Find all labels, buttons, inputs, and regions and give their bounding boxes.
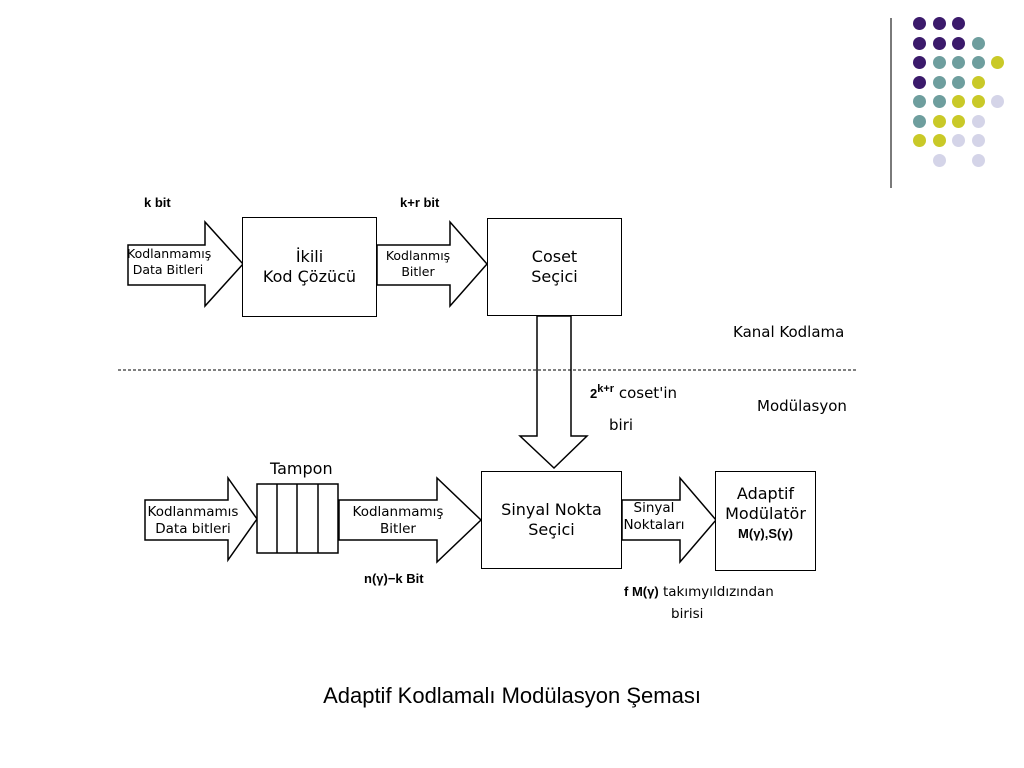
section-label-channel-coding: Kanal Kodlama: [733, 323, 845, 341]
decorative-dot: [971, 75, 985, 89]
top-input-arrow: [127, 220, 245, 308]
bottom-middle-label-line2: Bitler: [380, 520, 416, 537]
decorative-dot: [971, 134, 985, 147]
signal-point-selector-line1: Sinyal Nokta: [501, 500, 602, 519]
bottom-middle-label-line1: Kodlanmamış: [352, 504, 444, 520]
coset-selector-line1: Coset: [531, 247, 578, 266]
decorative-dot: [932, 95, 946, 108]
coset-count-label: 2k+r coset'in: [590, 383, 677, 402]
decorative-dot: [952, 56, 965, 69]
decorative-dot: [913, 56, 926, 69]
decorative-dot: [971, 114, 985, 128]
bottom-input-label-line1: Kodlanmamıs: [147, 504, 239, 520]
binary-decoder-line2: Kod Çözücü: [262, 267, 357, 286]
bottom-output-label-line2: Noktaları: [623, 516, 685, 533]
decorative-dot: [991, 56, 1004, 69]
decorative-dot: [932, 36, 946, 50]
signal-point-selector-line2: Seçici: [528, 520, 575, 539]
bottom-middle-arrow-label: Kodlanmamış Bitler: [348, 504, 448, 538]
decorative-dot: [991, 95, 1004, 108]
decorative-dot: [952, 95, 965, 108]
decorative-dot: [971, 56, 985, 69]
decorative-divider-line: [890, 18, 892, 188]
coset-rest: coset'in: [618, 384, 677, 402]
coset-selector-line2: Seçici: [531, 267, 578, 286]
bottom-output-arrow: [621, 475, 717, 565]
bottom-input-label-line2: Data bitleri: [155, 520, 231, 537]
decorative-dot: [932, 153, 946, 167]
decorative-dot: [952, 75, 965, 89]
constellation-note-rest: takımyıldızından: [662, 584, 774, 600]
constellation-note-lead: f M(γ): [624, 584, 659, 599]
adaptive-modulator-line2: Modülatör: [725, 504, 806, 523]
section-label-modulation: Modülasyon: [757, 397, 847, 415]
decorative-dot: [952, 134, 965, 147]
top-middle-arrow: [376, 220, 488, 308]
top-middle-label-line1: Kodlanmış: [385, 248, 451, 263]
coset-base: 2: [590, 386, 598, 401]
decorative-dot: [952, 114, 965, 128]
coset-label-line2: biri: [609, 416, 634, 434]
top-input-arrow-label: Kodlanmamış Data Bitleri: [127, 246, 212, 277]
decorative-dot: [913, 114, 926, 128]
decorative-dot: [971, 153, 985, 167]
decorative-dot: [913, 75, 926, 89]
decorative-dot: [913, 134, 926, 147]
bottom-output-label-line1: Sinyal: [633, 500, 675, 516]
decorative-dot: [952, 17, 965, 30]
decorative-dot: [932, 114, 946, 128]
bottom-middle-arrow: [338, 476, 483, 564]
binary-decoder-line1: İkili: [295, 247, 324, 266]
constellation-note-line2: birisi: [671, 606, 704, 622]
down-arrow: [518, 315, 589, 470]
decorative-dot: [971, 36, 985, 50]
decorative-dot: [913, 17, 926, 30]
top-middle-arrow-label: Kodlanmış Bitler: [378, 248, 458, 279]
decorative-dot: [932, 17, 946, 30]
coset-selector-block: Coset Seçici: [487, 218, 622, 316]
figure-caption: Adaptif Kodlamalı Modülasyon Şeması: [323, 683, 701, 708]
bottom-input-arrow-label: Kodlanmamıs Data bitleri: [143, 504, 243, 538]
top-input-label-line1: Kodlanmamış: [127, 246, 212, 261]
top-input-label-line2: Data Bitleri: [132, 261, 204, 277]
decorative-dot: [971, 95, 985, 108]
adaptive-modulator-formula: M(γ),S(γ): [738, 526, 793, 541]
bottom-input-arrow: [144, 475, 258, 563]
adaptive-modulator-block: Adaptif Modülatör M(γ),S(γ): [715, 471, 816, 571]
binary-decoder-block: İkili Kod Çözücü: [242, 217, 377, 317]
buffer-title: Tampon: [270, 459, 333, 478]
signal-point-selector-block: Sinyal Nokta Seçici: [481, 471, 622, 569]
top-middle-bits-label: k+r bit: [400, 195, 440, 210]
top-input-bits-label: k bit: [144, 195, 171, 210]
decorative-dot: [932, 75, 946, 89]
decorative-dot: [913, 36, 926, 50]
bottom-middle-bits-label: n(γ)−k Bit: [364, 571, 424, 586]
decorative-dot: [932, 56, 946, 69]
top-middle-label-line2: Bitler: [401, 263, 435, 279]
coset-exponent: k+r: [597, 383, 615, 395]
decorative-dot: [952, 36, 965, 50]
constellation-note: f M(γ) takımyıldızından: [624, 584, 774, 600]
adaptive-modulator-line1: Adaptif: [736, 484, 795, 503]
decorative-dot: [913, 95, 926, 108]
bottom-output-arrow-label: Sinyal Noktaları: [620, 500, 688, 534]
decorative-dot: [932, 134, 946, 147]
